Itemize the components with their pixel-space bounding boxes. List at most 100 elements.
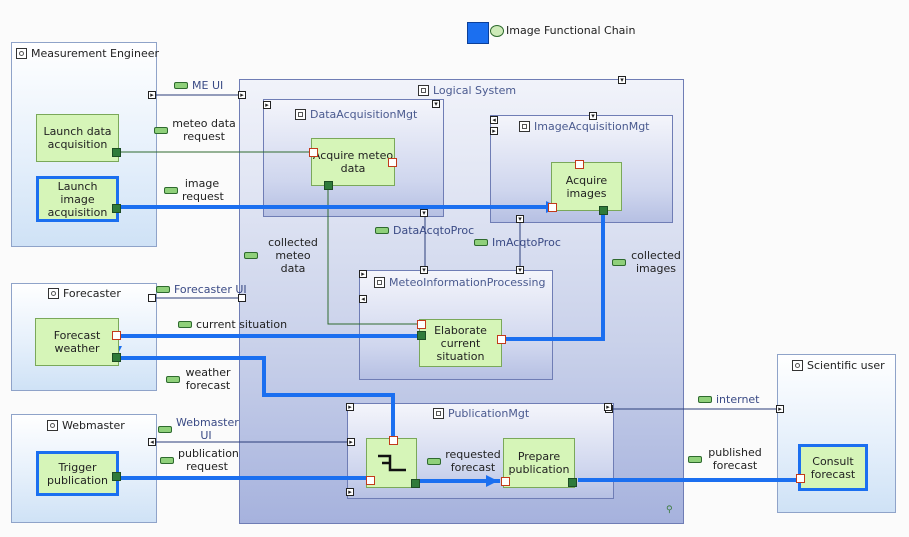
component-port[interactable] (238, 294, 246, 302)
function-port-out[interactable] (112, 472, 121, 481)
fe-label-requested-forecast[interactable]: requested forecast (427, 448, 501, 474)
function-port-out[interactable] (568, 478, 577, 487)
component-port[interactable]: ▸ (346, 488, 354, 496)
logical-system-name: Logical System (433, 84, 517, 97)
fe-label-publication-request[interactable]: publication request (160, 447, 239, 473)
component-header: PublicationMgt (433, 407, 529, 420)
function-port-in[interactable] (417, 320, 426, 329)
actor-header: Scientific user (792, 359, 885, 372)
split-icon (377, 454, 406, 472)
actor-icon (792, 360, 803, 371)
component-port[interactable] (148, 294, 156, 302)
exchange-icon (698, 396, 712, 403)
exchange-icon (427, 457, 441, 465)
function-consult-forecast[interactable]: Consult forecast (798, 444, 868, 491)
component-port[interactable]: ▾ (516, 215, 524, 223)
exchange-icon (166, 375, 180, 383)
fe-label-published-forecast[interactable]: published forecast (688, 446, 764, 472)
exchange-icon (474, 239, 488, 246)
component-port[interactable]: ▾ (432, 100, 440, 108)
exchange-icon (688, 455, 702, 463)
fe-label-weather-forecast[interactable]: weather forecast (166, 366, 232, 392)
network-icon: ⚲ (666, 505, 673, 515)
fe-label-collected-meteo-data[interactable]: collected meteo data (244, 236, 324, 275)
component-port[interactable]: ▾ (618, 76, 626, 84)
actor-name: Measurement Engineer (31, 47, 160, 60)
component-port[interactable]: ◂ (359, 295, 367, 303)
fe-label-image-request[interactable]: image request (164, 177, 224, 203)
ce-label-im-acq-to-proc[interactable]: ImAcqtoProc (474, 236, 561, 249)
component-port[interactable]: ▾ (420, 209, 428, 217)
exchange-icon (178, 321, 192, 328)
component-port[interactable]: ▸ (359, 270, 367, 278)
function-port-out[interactable] (112, 204, 121, 213)
function-port-in[interactable] (112, 331, 121, 340)
ce-label-webmaster-ui[interactable]: Webmaster UI (158, 416, 239, 442)
actor-header: Forecaster (48, 287, 121, 300)
function-port-in[interactable] (309, 148, 318, 157)
functional-chain-icon (490, 25, 504, 37)
function-acquire-meteo-data[interactable]: Acquire meteo data (311, 138, 395, 186)
component-port[interactable]: ▸ (604, 403, 612, 411)
function-port-in[interactable] (796, 474, 805, 483)
component-port[interactable]: ◂ (490, 116, 498, 124)
component-port[interactable]: ▾ (420, 266, 428, 274)
function-port-out[interactable] (411, 479, 420, 488)
exchange-icon (244, 252, 258, 259)
ce-label-data-acq-to-proc[interactable]: DataAcqtoProc (375, 224, 474, 237)
function-port-out[interactable] (112, 148, 121, 157)
legend-color-swatch (467, 22, 489, 44)
component-port[interactable]: ▾ (589, 112, 597, 120)
actor-name: Scientific user (807, 359, 885, 372)
function-port-out[interactable] (599, 206, 608, 215)
exchange-icon (164, 186, 178, 194)
function-port-in[interactable] (575, 160, 584, 169)
actor-header: Webmaster (47, 419, 125, 432)
component-header: MeteoInformationProcessing (374, 276, 545, 289)
function-port-out[interactable] (112, 353, 121, 362)
component-port[interactable]: ▸ (776, 405, 784, 413)
function-port-in[interactable] (388, 158, 397, 167)
function-port-out[interactable] (324, 181, 333, 190)
component-name: DataAcquisitionMgt (310, 108, 418, 121)
ce-label-forecaster-ui[interactable]: Forecaster UI (156, 283, 247, 296)
function-forecast-weather[interactable]: Forecast weather (35, 318, 119, 366)
actor-header: Measurement Engineer (16, 47, 159, 60)
ce-label-me-ui[interactable]: ME UI (174, 79, 223, 92)
component-icon (374, 277, 385, 288)
fe-label-collected-images[interactable]: collected images (612, 249, 682, 275)
component-name: PublicationMgt (448, 407, 530, 420)
component-port[interactable]: ▸ (490, 127, 498, 135)
function-port-in[interactable] (497, 335, 506, 344)
function-port-in[interactable] (501, 477, 510, 486)
component-icon (519, 121, 530, 132)
function-port-in[interactable] (548, 203, 557, 212)
function-acquire-images[interactable]: Acquire images (551, 162, 622, 211)
actor-name: Webmaster (62, 419, 125, 432)
exchange-icon (375, 227, 389, 234)
component-port[interactable]: ◂ (148, 438, 156, 446)
exchange-icon (612, 258, 626, 266)
component-port[interactable]: ▸ (346, 403, 354, 411)
component-port[interactable]: ▸ (347, 438, 355, 446)
fe-label-current-situation[interactable]: current situation (178, 318, 287, 331)
fe-label-meteo-data-request[interactable]: meteo data request (154, 117, 236, 143)
component-port[interactable]: ▸ (238, 91, 246, 99)
ce-label-internet[interactable]: internet (698, 393, 760, 406)
component-port[interactable]: ▸ (148, 91, 156, 99)
actor-icon (47, 420, 58, 431)
function-launch-image-acquisition[interactable]: Launch image acquisition (36, 176, 119, 222)
actor-icon (48, 288, 59, 299)
function-prepare-publication[interactable]: Prepare publication (503, 438, 575, 488)
function-elaborate-current-situation[interactable]: Elaborate current situation (419, 319, 502, 367)
exchange-icon (156, 286, 170, 293)
exchange-icon (154, 126, 168, 134)
function-port-out[interactable] (417, 331, 426, 340)
function-port-in[interactable] (366, 476, 375, 485)
component-port[interactable]: ▸ (263, 101, 271, 109)
function-port-in[interactable] (389, 436, 398, 445)
exchange-icon (160, 456, 174, 464)
function-trigger-publication[interactable]: Trigger publication (36, 451, 119, 496)
function-launch-data-acquisition[interactable]: Launch data acquisition (36, 114, 119, 162)
component-port[interactable]: ▾ (516, 266, 524, 274)
